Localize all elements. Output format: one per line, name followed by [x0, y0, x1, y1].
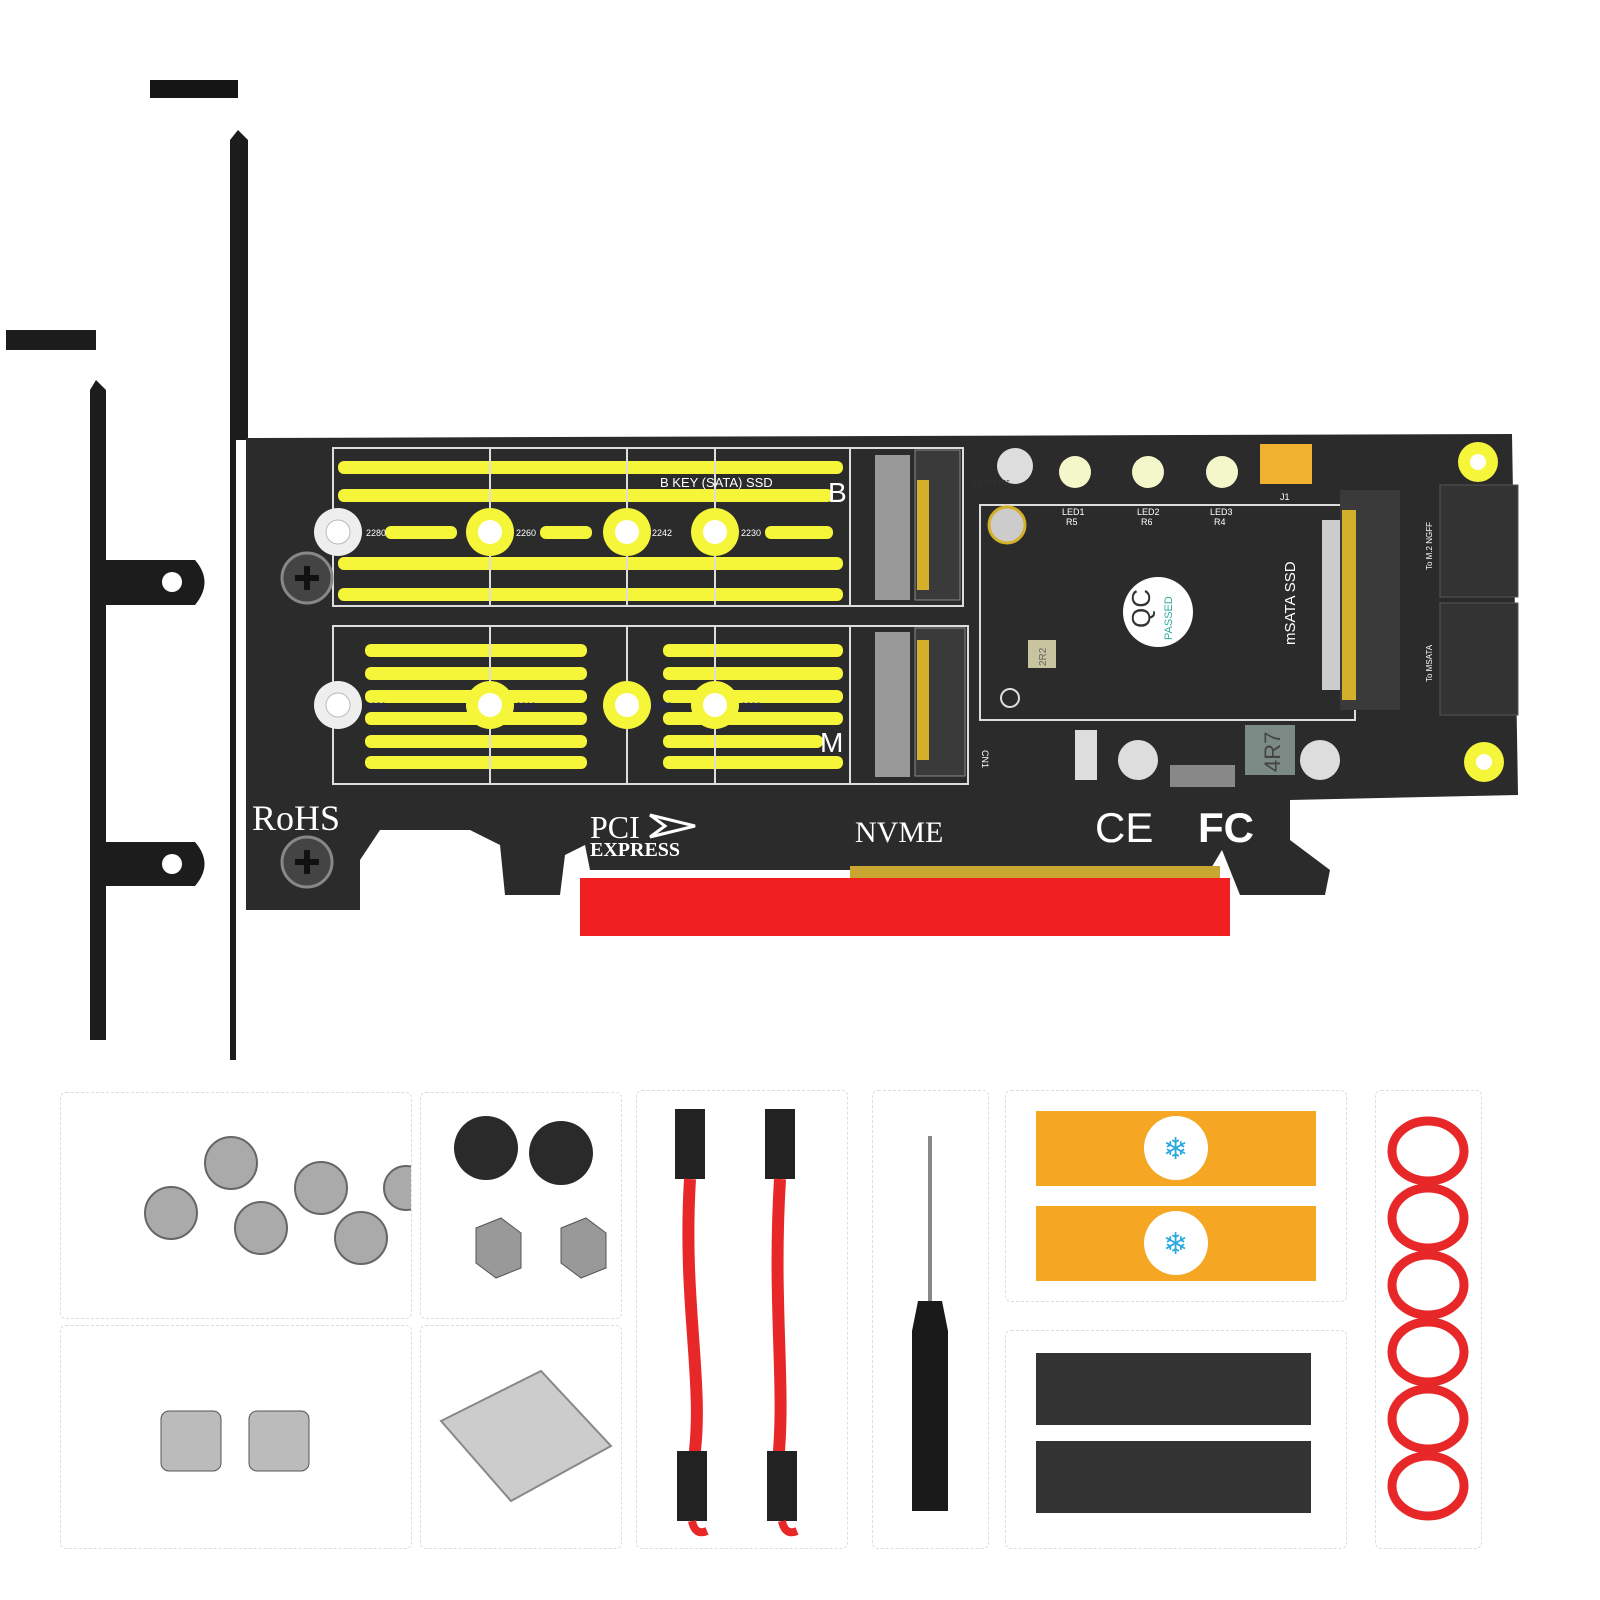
thermal-pads-icon: ❄ ❄ — [1036, 1111, 1316, 1281]
pcie-edge-connector — [580, 878, 1230, 936]
board-label: J1 — [1280, 492, 1290, 502]
board-label: PASSED — [1163, 596, 1175, 640]
board-label: 2260 — [516, 701, 536, 711]
pcb-board: B KEY (SATA) SSD B M 2280 2260 2242 2230… — [246, 434, 1519, 936]
qc-passed-sticker — [1123, 577, 1193, 647]
sata-cables-icon — [675, 1109, 799, 1537]
small-screws-icon — [144, 1136, 429, 1265]
screws-set-panel — [60, 1092, 429, 1319]
screwdriver-icon — [912, 1136, 948, 1511]
board-label: LED3 — [1210, 507, 1233, 517]
board-label: LED1 — [1062, 507, 1085, 517]
board-label: LED2 — [1137, 507, 1160, 517]
board-label: R5 — [1066, 517, 1078, 527]
board-label: 2230 — [741, 701, 761, 711]
board-label: 2260 — [516, 528, 536, 538]
black-thermal-pads-icon — [1036, 1353, 1311, 1513]
standoffs-panel — [60, 1325, 412, 1549]
thermal-pads-panel: ❄ ❄ — [1005, 1090, 1347, 1302]
board-label: EXPRESS — [590, 839, 680, 861]
mounting-holes — [314, 442, 1504, 782]
board-label: 2242 — [652, 701, 672, 711]
screwdriver-panel — [872, 1090, 989, 1549]
board-label: 4R7 — [1260, 732, 1285, 772]
board-label: 100 16V VT — [972, 478, 1010, 485]
msata-bracket-panel — [420, 1325, 622, 1549]
full-height-bracket — [150, 80, 248, 1060]
svg-text:❄: ❄ — [1163, 1133, 1188, 1166]
svg-text:❄: ❄ — [1163, 1228, 1188, 1261]
board-label: NVME — [855, 816, 943, 849]
rubber-rings-icon — [1387, 1116, 1469, 1521]
board-label: QC — [1126, 589, 1156, 628]
board-label: mSATA SSD — [1282, 561, 1299, 645]
board-label: 2230 — [741, 528, 761, 538]
board-label: 2R2 — [1038, 647, 1049, 666]
rubber-rings-panel — [1375, 1090, 1482, 1549]
board-label: M — [820, 727, 843, 758]
product-render: B KEY (SATA) SSD B M 2280 2260 2242 2230… — [6, 80, 1519, 1060]
board-label: CN1 — [980, 750, 990, 768]
board-label: 2280 — [366, 528, 386, 538]
black-pads-panel — [1005, 1330, 1347, 1549]
board-label: To MSATA — [1425, 644, 1434, 682]
board-label: PCI — [590, 809, 640, 845]
board-label: To M.2 NGFF — [1425, 522, 1434, 570]
sata-cables-panel — [636, 1090, 848, 1549]
msata-bracket-icon — [439, 1369, 613, 1503]
board-label: B — [828, 477, 847, 508]
board-label: RoHS — [252, 798, 340, 838]
board-label: R4 — [1214, 517, 1226, 527]
board-label: 2280 — [366, 701, 386, 711]
large-screws-icon — [454, 1116, 607, 1279]
standoffs-icon — [160, 1410, 310, 1472]
board-label: 2242 — [652, 528, 672, 538]
board-label: CE — [1095, 804, 1153, 851]
large-screws-panel — [420, 1092, 622, 1319]
board-label: FC — [1198, 804, 1254, 851]
low-profile-bracket — [6, 330, 205, 1040]
board-label: B KEY (SATA) SSD — [660, 475, 773, 490]
board-label: R6 — [1141, 517, 1153, 527]
